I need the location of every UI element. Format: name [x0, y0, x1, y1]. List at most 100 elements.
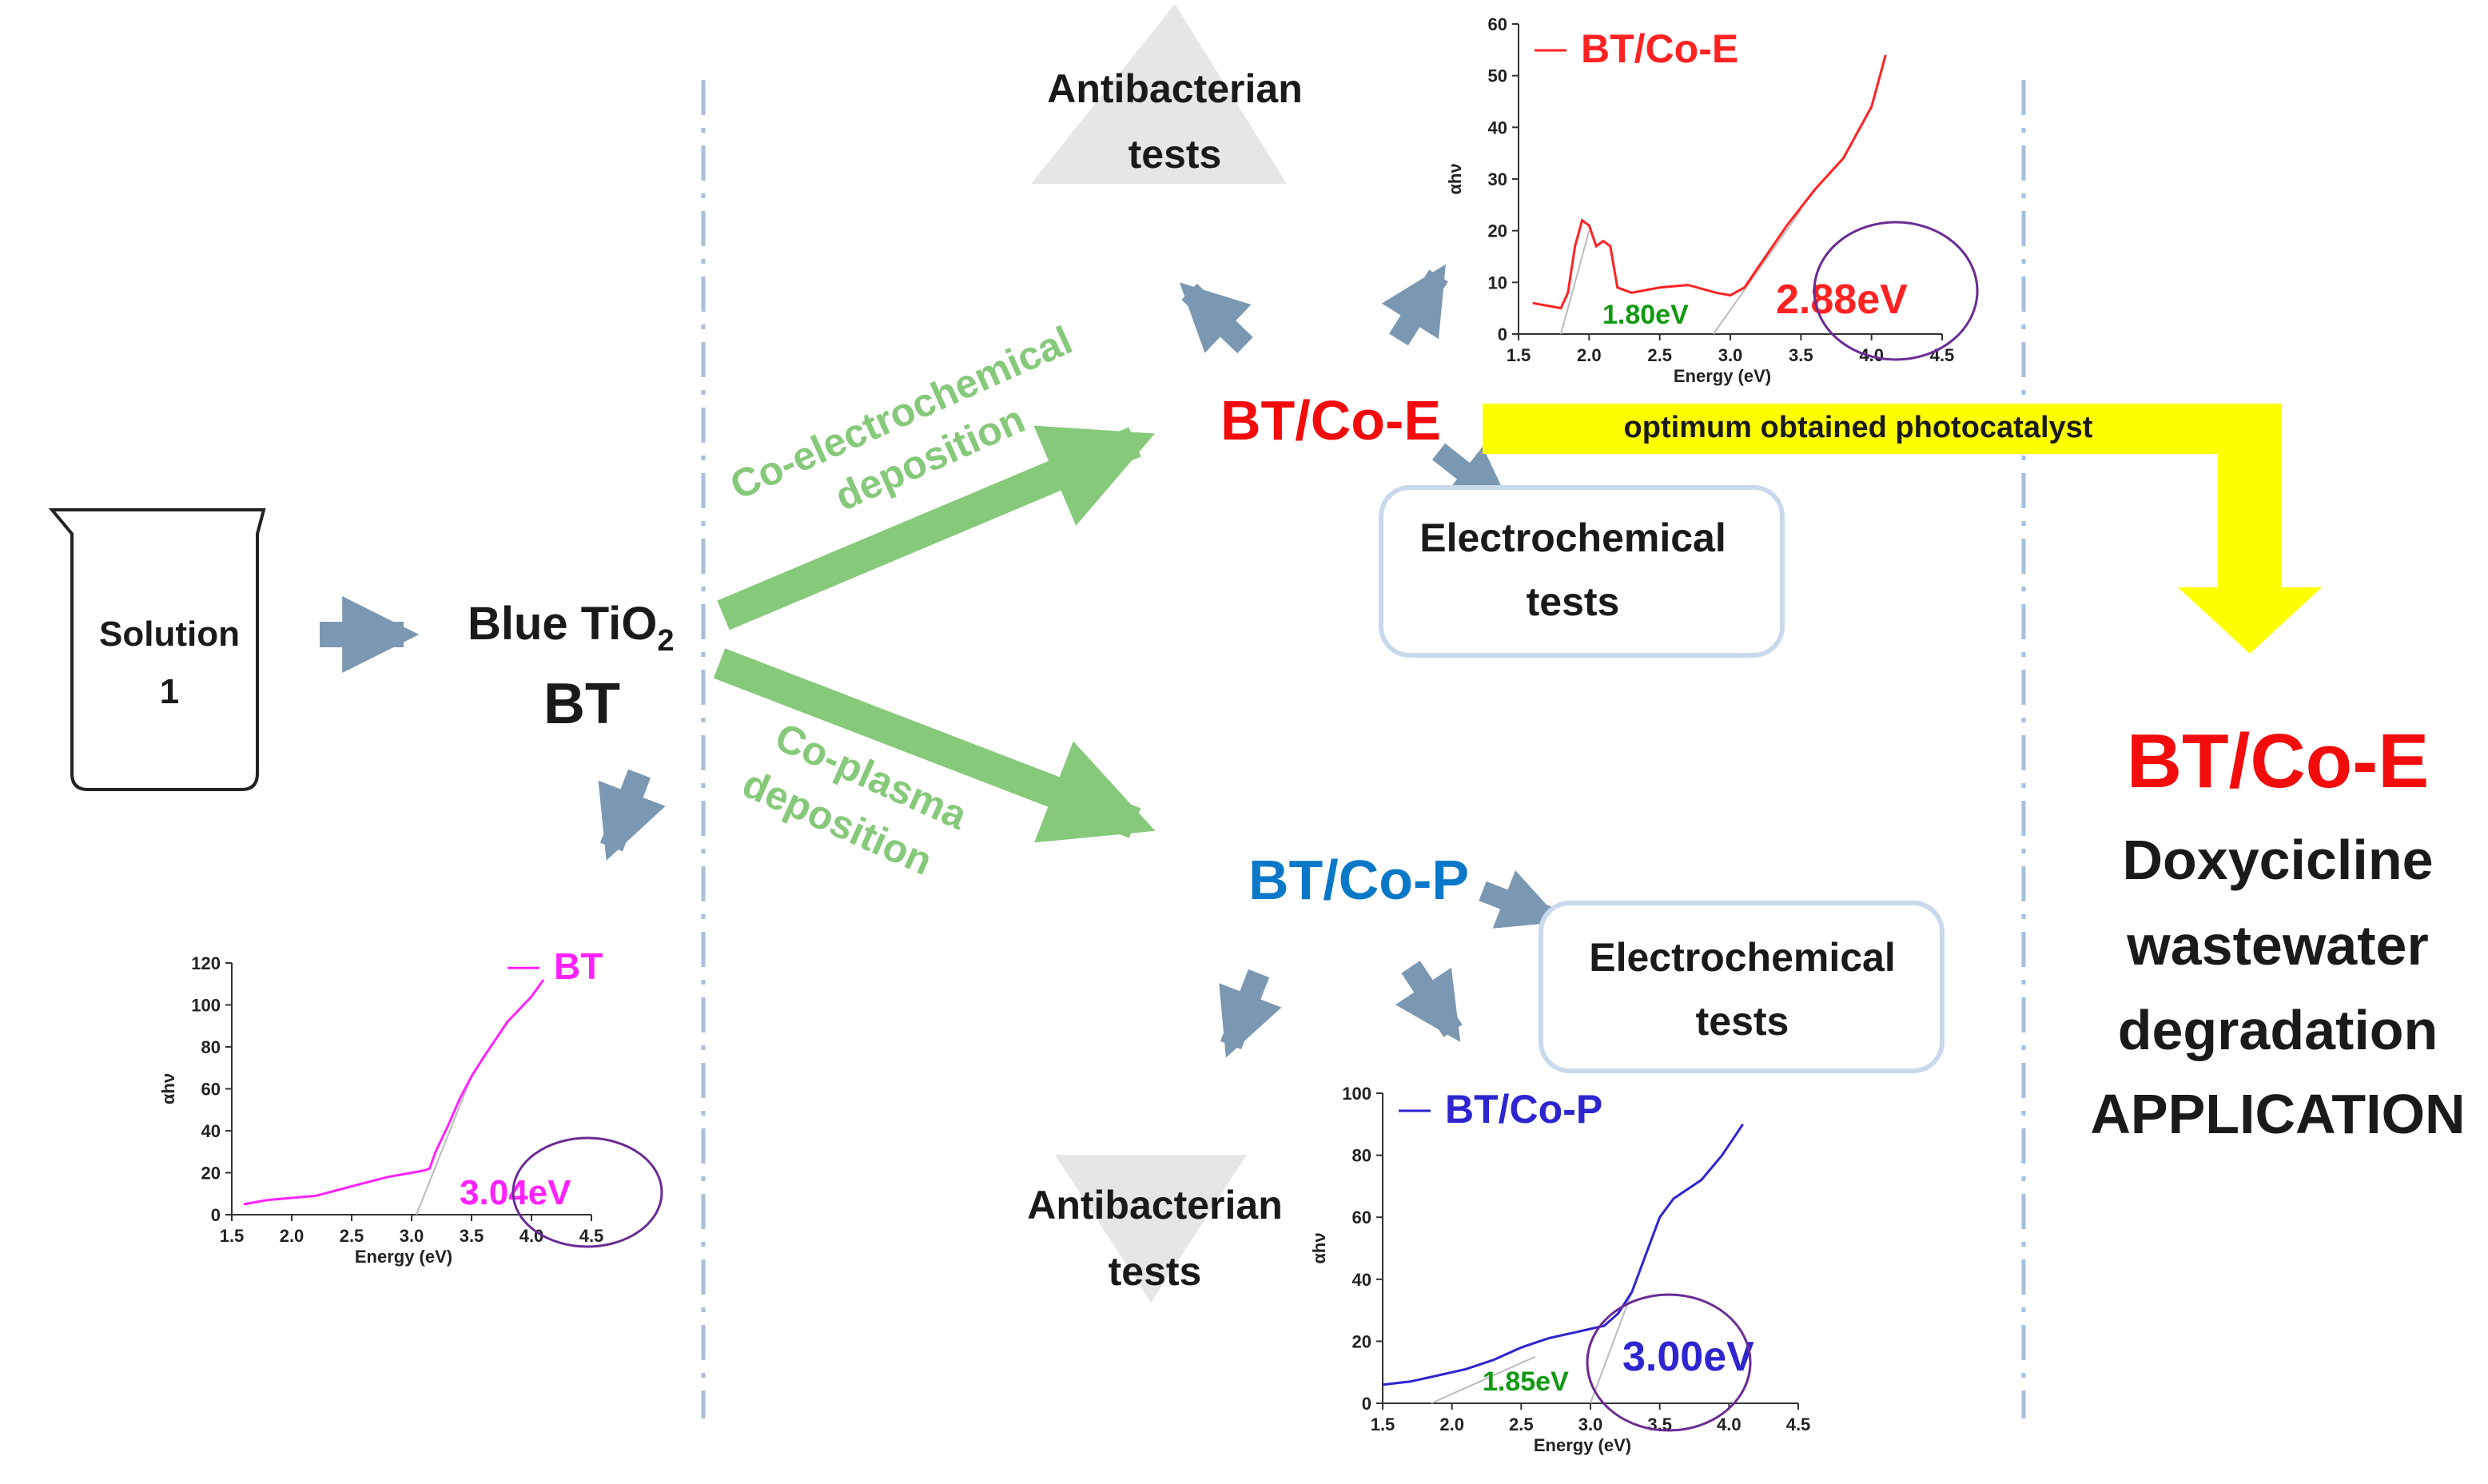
application-line4: APPLICATION — [2090, 1083, 2465, 1145]
plot-bt-co-e-x-axis-label: Energy (eV) — [1674, 366, 1771, 386]
optimum-banner-text: optimum obtained photocatalyst — [1624, 411, 2093, 444]
plot-bt-co-p-highlight-circle — [1586, 1293, 1752, 1432]
plot-bt-co-p-y-tick-label: 40 — [1352, 1270, 1371, 1290]
triangle-antibacterian-top — [1031, 4, 1287, 184]
plot-bt-co-e-x-tick-label: 1.5 — [1507, 345, 1531, 365]
bt-co-e-label: BT/Co-E — [1220, 389, 1441, 452]
plot-bt-co-e-x-tick-label: 4.0 — [1859, 345, 1884, 365]
plot-bt-co-p-series-line — [1382, 1123, 1744, 1387]
plot-bt-co-p-y-tick-label: 100 — [1342, 1084, 1371, 1104]
plot-bt-co-p-x-tick-label: 2.0 — [1439, 1414, 1464, 1434]
antibacterian-top-line1: Antibacterian — [1047, 66, 1303, 111]
electrochemical-top-line2: tests — [1527, 579, 1620, 624]
plot-bt-x-tick-label: 3.5 — [460, 1226, 484, 1246]
plot-bt-co-e-fit-line — [1560, 230, 1590, 335]
arrow-co-electrochemical — [717, 425, 1156, 631]
plot-bt-x-tick-label: 2.0 — [280, 1226, 305, 1246]
beaker: Solution 1 — [48, 508, 266, 791]
application-title: BT/Co-E — [2127, 718, 2430, 804]
plot-bt-co-p-y-axis-label: αhν — [1309, 1232, 1329, 1263]
plot-bt-co-p-x-tick-label: 4.5 — [1786, 1414, 1811, 1434]
plot-bt-co-e-annotation: 2.88eV — [1776, 277, 1908, 323]
arrow-co-p-to-plot — [1395, 961, 1463, 1043]
application-line1: Doxycicline — [2122, 829, 2433, 891]
plot-bt-co-p-y-tick-label: 60 — [1352, 1207, 1371, 1227]
bt-label: BT — [543, 672, 620, 736]
optimum-arrow — [1483, 404, 2322, 654]
plot-bt-x-tick-label: 2.5 — [340, 1226, 364, 1246]
plot-bt-highlight-circle — [512, 1136, 663, 1248]
antibacterian-top-line2: tests — [1129, 132, 1222, 177]
plot-bt-y-tick-label: 120 — [191, 953, 221, 973]
arrow-co-p-to-antibacterian — [1219, 969, 1282, 1058]
triangle-antibacterian-bottom — [1055, 1155, 1247, 1303]
plot-bt-co-p-x-tick-label: 4.0 — [1717, 1414, 1742, 1434]
plot-bt-co-p-legend-label: BT/Co-P — [1445, 1087, 1602, 1132]
plot-bt-co-e-y-tick-label: 20 — [1488, 221, 1507, 241]
arrow-co-e-to-plot — [1381, 264, 1448, 346]
blue-tio2-label: Blue TiO2 — [468, 598, 675, 658]
plot-bt-co-e-series-line — [1532, 54, 1887, 310]
arrow-co-plasma — [713, 648, 1156, 843]
plot-bt-co-p-x-tick-label: 2.5 — [1509, 1414, 1534, 1434]
plot-bt-co-e-y-tick-label: 0 — [1498, 324, 1507, 344]
plot-bt-legend-label: BT — [554, 945, 603, 987]
application-line2: wastewater — [2126, 914, 2428, 977]
electrochemical-bottom-line1: Electrochemical — [1589, 935, 1896, 980]
arrow-bt-to-plot — [598, 769, 666, 861]
plot-bt-co-e-legend-label: BT/Co-E — [1581, 26, 1738, 71]
application-line3: degradation — [2118, 999, 2438, 1061]
antibacterian-bottom-line1: Antibacterian — [1027, 1183, 1283, 1227]
plot-bt-co-e-fit-line — [1712, 209, 1802, 335]
plot-bt-x-tick-label: 3.0 — [400, 1226, 424, 1246]
plot-bt-y-tick-label: 40 — [201, 1121, 221, 1141]
plot-bt-co-e-y-tick-label: 40 — [1488, 117, 1507, 137]
beaker-label-line2: 1 — [160, 672, 179, 711]
electrochemical-top-line1: Electrochemical — [1419, 515, 1726, 560]
plot-bt-y-tick-label: 60 — [201, 1080, 221, 1100]
plot-bt-co-p-x-tick-label: 3.0 — [1578, 1414, 1603, 1434]
plot-bt-y-tick-label: 20 — [201, 1164, 221, 1184]
plot-bt-co-p-x-tick-label: 1.5 — [1371, 1414, 1395, 1434]
plot-bt-co-e-y-tick-label: 60 — [1488, 14, 1507, 34]
electrochemical-bottom-box — [1539, 901, 1945, 1073]
plot-bt-co-p-x-axis-label: Energy (eV) — [1534, 1435, 1631, 1455]
plot-bt-co-e-x-tick-label: 3.5 — [1789, 345, 1813, 365]
plot-bt-co-p-y-tick-label: 20 — [1352, 1331, 1371, 1351]
plot-bt-co-p-y-tick-label: 80 — [1352, 1146, 1371, 1166]
plot-bt-series-line — [243, 979, 545, 1206]
plot-bt-co-e-x-tick-label: 2.5 — [1647, 345, 1672, 365]
plot-bt-y-tick-label: 80 — [201, 1037, 221, 1057]
plot-bt-x-tick-label: 1.5 — [220, 1226, 245, 1246]
arrow-co-e-to-antibacterian — [1179, 282, 1253, 354]
bt-co-p-label: BT/Co-P — [1248, 849, 1469, 911]
plot-bt-co-e-highlight-circle — [1813, 221, 1979, 361]
plot-bt-co-e-y-axis-label: αhν — [1445, 163, 1465, 194]
plot-bt-co-e-y-tick-label: 30 — [1488, 169, 1507, 189]
plot-bt-y-axis-label: αhν — [158, 1073, 178, 1104]
electrochemical-bottom-line2: tests — [1696, 999, 1789, 1044]
plot-bt-co-e-annotation: 1.80eV — [1602, 300, 1689, 330]
plot-bt-co-e-y-tick-label: 50 — [1488, 66, 1507, 86]
plot-bt-co-e-x-tick-label: 2.0 — [1577, 345, 1602, 365]
plot-bt-y-tick-label: 100 — [191, 996, 221, 1016]
plot-bt-co-p-annotation: 3.00eV — [1622, 1334, 1754, 1380]
arrow-co-p-to-electrochemical — [1479, 870, 1562, 929]
plot-bt-co-p-fit-line — [1431, 1355, 1536, 1404]
plot-bt-co-p-annotation: 1.85eV — [1483, 1367, 1569, 1397]
beaker-label-line1: Solution — [99, 615, 240, 654]
antibacterian-bottom-line2: tests — [1109, 1249, 1202, 1294]
plot-bt-y-tick-label: 0 — [211, 1205, 221, 1225]
electrochemical-top-box — [1379, 485, 1785, 658]
plot-bt-fit-line — [416, 1076, 472, 1215]
plot-bt-x-tick-label: 4.5 — [579, 1226, 604, 1246]
plot-bt-x-axis-label: Energy (eV) — [355, 1247, 452, 1267]
plot-bt-co-e-x-tick-label: 3.0 — [1718, 345, 1743, 365]
plot-bt-co-p-y-tick-label: 0 — [1362, 1394, 1371, 1414]
plot-bt-co-e-y-tick-label: 10 — [1488, 273, 1507, 292]
